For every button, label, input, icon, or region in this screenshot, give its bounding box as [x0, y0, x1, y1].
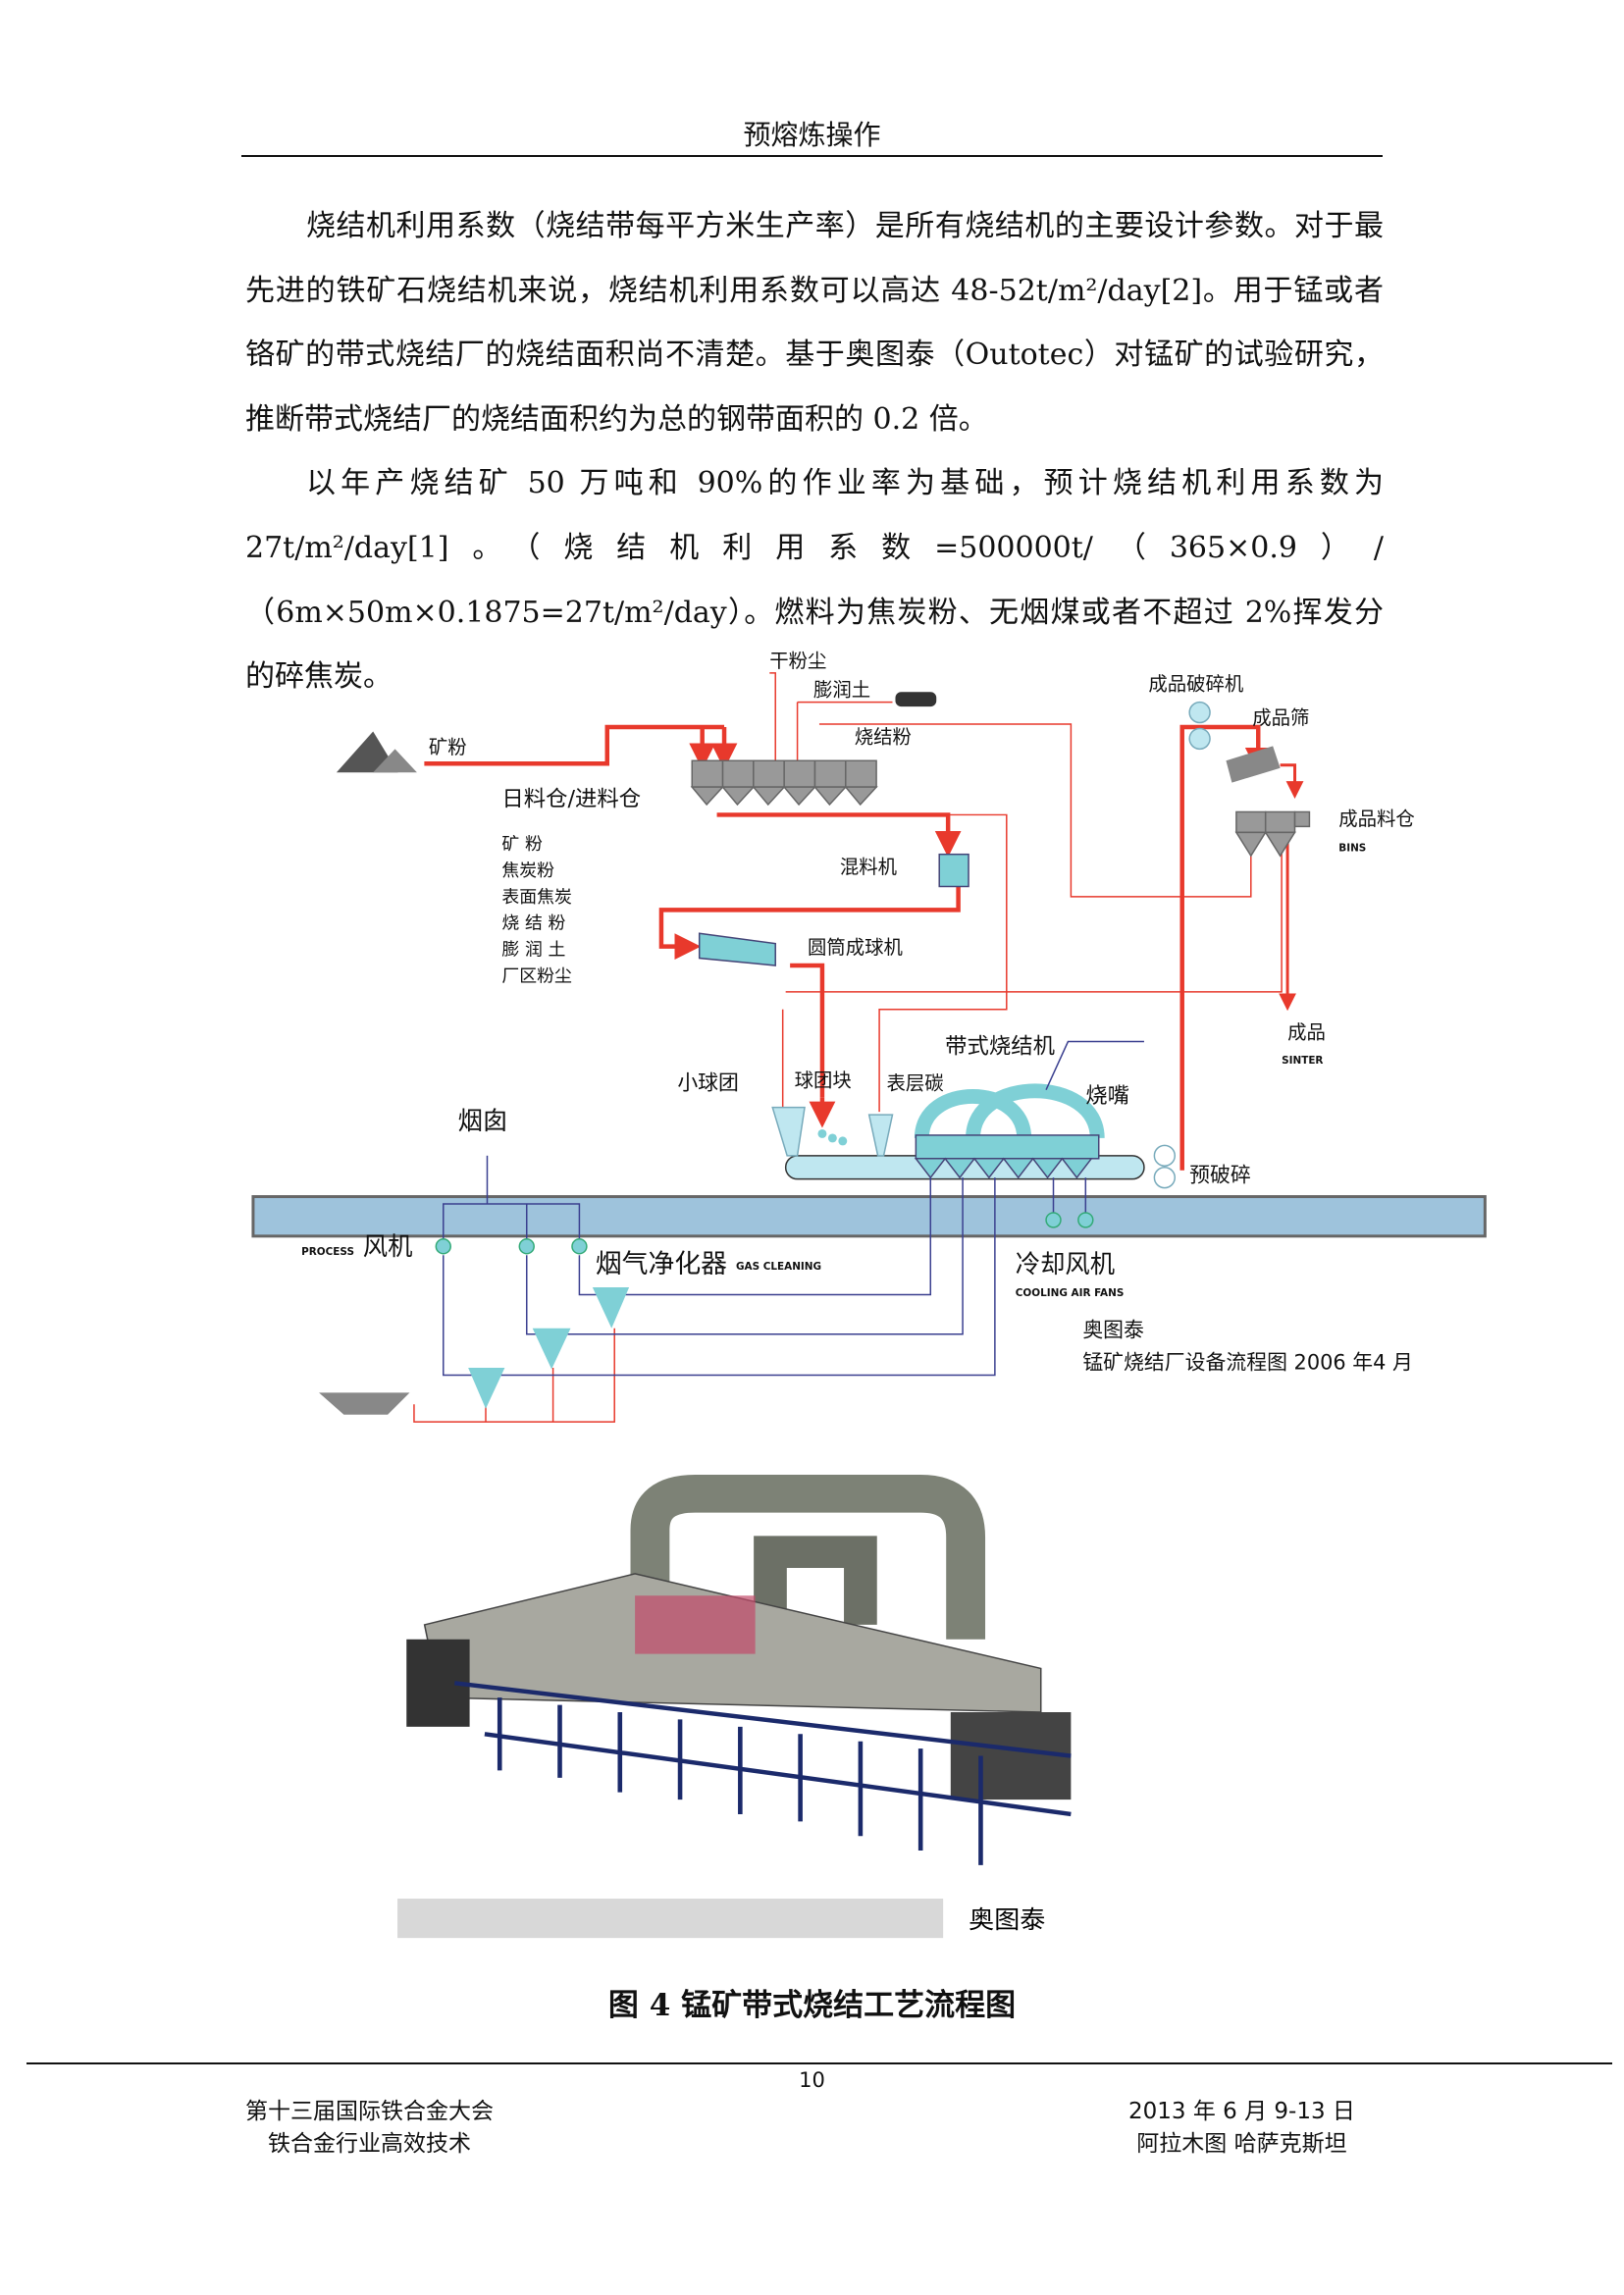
render-grey-bar	[397, 1899, 944, 1939]
figure-caption: 图 4 锰矿带式烧结工艺流程图	[607, 1988, 1017, 2023]
feed-item: 膨 润 土	[501, 940, 565, 961]
conference-name: 第十三届国际铁合金大会	[245, 2099, 494, 2124]
feed-item: 烧 结 粉	[501, 913, 565, 934]
label-product: 成品	[1287, 1021, 1326, 1044]
page-number: 10	[799, 2068, 825, 2092]
label-pre-crush: 预破碎	[1189, 1164, 1251, 1187]
product-bins	[1234, 810, 1311, 858]
label-pellet-lumps: 球团块	[795, 1069, 852, 1092]
label-product-bins: 成品料仓	[1338, 808, 1415, 830]
label-dry-dust: 干粉尘	[769, 650, 826, 672]
crusher-icon	[1153, 701, 1211, 1189]
label-bentonite: 膨润土	[813, 679, 870, 702]
diagram-credit: 奥图泰	[1082, 1319, 1144, 1342]
mixer-icon	[938, 853, 969, 888]
label-process-en: PROCESS	[301, 1246, 354, 1258]
label-daily-bins: 日料仓/进料仓	[501, 786, 641, 811]
render-ignition-hood	[635, 1595, 756, 1654]
body-text: 烧结机利用系数（烧结带每平方米生产率）是所有烧结机的主要设计参数。对于最先进的铁…	[245, 194, 1384, 709]
conference-date: 2013 年 6 月 9-13 日	[1128, 2099, 1355, 2124]
paragraph-2: 以年产烧结矿 50 万吨和 90%的作业率为基础，预计烧结机利用系数为 27t/…	[245, 466, 1384, 695]
flow-diagram: 矿粉 日料仓/进料仓 干粉尘 膨润土 烧结粉 成品破碎机 成品筛 成品料仓 BI…	[251, 650, 1487, 1423]
label-fan: 风机	[363, 1231, 413, 1261]
render-tail-drive	[950, 1712, 1072, 1800]
paragraph-1: 烧结机利用系数（烧结带每平方米生产率）是所有烧结机的主要设计参数。对于最先进的铁…	[245, 209, 1385, 437]
dust-hopper-icon	[319, 1392, 410, 1415]
floor-band	[251, 1195, 1487, 1238]
render-frame	[453, 1681, 1072, 1865]
header-rule	[241, 155, 1383, 157]
drum-pelletizer-icon	[698, 932, 776, 966]
red-flow-lines	[413, 672, 1304, 1423]
label-small-pellets: 小球团	[677, 1071, 739, 1095]
truck-icon	[895, 692, 937, 707]
label-cooling-fans: 冷却风机	[1016, 1249, 1115, 1278]
render-ducts	[630, 1474, 986, 1640]
label-bins-en: BINS	[1338, 843, 1366, 855]
conference-location: 阿拉木图 哈萨克斯坦	[1136, 2131, 1347, 2157]
feed-item: 表面焦炭	[501, 887, 572, 908]
ore-pile-icon	[336, 731, 417, 773]
feed-list: 矿 粉 焦炭粉 表面焦炭 烧 结 粉 膨 润 土 厂区粉尘	[501, 834, 572, 986]
screen-icon	[1226, 746, 1281, 783]
strand-sinter-machine	[771, 1083, 1145, 1180]
diagram-title: 锰矿烧结厂设备流程图 2006 年4 月	[1082, 1350, 1413, 1374]
feed-item: 矿 粉	[501, 834, 543, 855]
feed-item: 厂区粉尘	[501, 965, 572, 986]
daily-bins	[690, 759, 878, 807]
label-surface-carbon: 表层碳	[887, 1072, 944, 1095]
label-cooling-en: COOLING AIR FANS	[1016, 1287, 1125, 1299]
feed-item: 焦炭粉	[501, 861, 554, 881]
sinter-machine-render: 奥图泰	[397, 1474, 1072, 1939]
label-product-crusher: 成品破碎机	[1148, 673, 1243, 696]
label-mixer: 混料机	[840, 856, 897, 878]
footer-left: 第十三届国际铁合金大会 铁合金行业高效技术	[245, 2096, 494, 2161]
label-product-screen: 成品筛	[1252, 706, 1309, 729]
pointer-line	[1045, 1040, 1144, 1091]
fan-icons	[435, 1212, 1094, 1255]
blue-gas-lines	[443, 1155, 1087, 1377]
label-sinter-fines: 烧结粉	[855, 725, 912, 748]
footer-right: 2013 年 6 月 9-13 日 阿拉木图 哈萨克斯坦	[1128, 2096, 1355, 2161]
label-gas-cleaning-en: GAS CLEANING	[736, 1261, 821, 1273]
label-strand-sinter: 带式烧结机	[945, 1033, 1055, 1059]
cyclone-icons	[468, 1287, 630, 1409]
conference-theme: 铁合金行业高效技术	[268, 2131, 471, 2157]
footer-rule	[26, 2062, 1612, 2064]
label-burner: 烧嘴	[1085, 1083, 1129, 1109]
running-header: 预熔炼操作	[743, 119, 881, 151]
render-credit: 奥图泰	[969, 1905, 1045, 1935]
label-gas-cleaner: 烟气净化器	[596, 1249, 727, 1279]
label-stack: 烟囱	[458, 1106, 508, 1135]
label-ore-fines: 矿粉	[429, 736, 467, 758]
label-sinter-en: SINTER	[1282, 1055, 1323, 1067]
label-drum-pelletizer: 圆筒成球机	[808, 936, 903, 959]
